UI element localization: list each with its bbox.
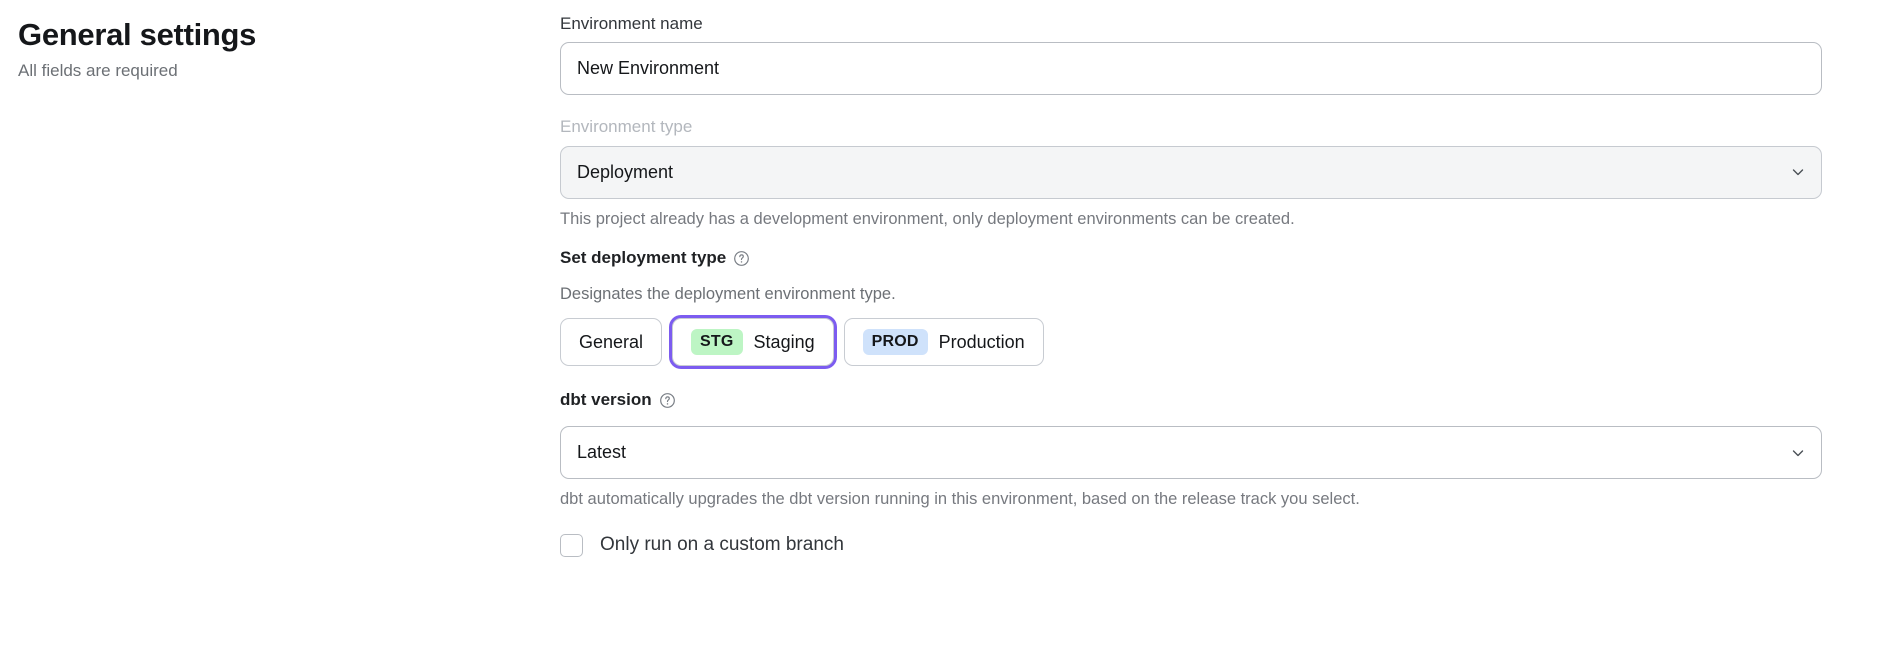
deployment-type-option-production[interactable]: PROD Production — [843, 318, 1044, 367]
environment-type-label: Environment type — [560, 117, 693, 137]
environment-name-label: Environment name — [560, 14, 703, 33]
settings-form-column: Environment name Environment type Deploy… — [560, 0, 1870, 557]
deployment-type-label: Set deployment type — [560, 248, 727, 268]
dbt-version-label: dbt version — [560, 390, 652, 410]
environment-type-select-value: Deployment — [560, 145, 1822, 199]
environment-name-input[interactable] — [560, 42, 1822, 96]
deployment-type-option-general-label: General — [579, 331, 644, 352]
dbt-version-hint: dbt automatically upgrades the dbt versi… — [560, 490, 1360, 509]
deployment-type-option-staging[interactable]: STG Staging — [672, 318, 834, 367]
production-badge: PROD — [862, 329, 928, 356]
page-subtitle: All fields are required — [18, 60, 178, 80]
deployment-type-option-production-label: Production — [938, 331, 1025, 352]
deployment-type-label-row: Set deployment type — [560, 248, 750, 268]
environment-type-select[interactable]: Deployment — [560, 145, 1822, 199]
dbt-version-select[interactable]: Latest — [560, 426, 1822, 480]
dbt-version-select-value: Latest — [560, 426, 1822, 480]
deployment-type-segmented-group: General STG Staging PROD Production — [560, 318, 1822, 367]
settings-header-column: General settings All fields are required — [0, 0, 560, 81]
deployment-type-option-general[interactable]: General — [560, 318, 663, 367]
environment-name-field-group: Environment name — [560, 14, 1822, 96]
custom-branch-label[interactable]: Only run on a custom branch — [600, 533, 844, 555]
deployment-type-option-staging-label: Staging — [753, 331, 815, 352]
question-circle-icon[interactable] — [733, 250, 750, 267]
page-title: General settings — [18, 17, 257, 52]
environment-type-field-group: Environment type Deployment This project… — [560, 117, 1822, 230]
staging-badge: STG — [691, 329, 743, 356]
deployment-type-field-group: Set deployment type Designates the deplo… — [560, 248, 1822, 367]
question-circle-icon[interactable] — [659, 392, 676, 409]
environment-type-hint: This project already has a development e… — [560, 209, 1295, 228]
custom-branch-checkbox[interactable] — [560, 533, 583, 557]
deployment-type-description: Designates the deployment environment ty… — [560, 284, 896, 303]
dbt-version-field-group: dbt version Latest dbt automatica — [560, 390, 1822, 511]
dbt-version-label-row: dbt version — [560, 390, 676, 410]
custom-branch-row[interactable]: Only run on a custom branch — [560, 533, 1822, 557]
